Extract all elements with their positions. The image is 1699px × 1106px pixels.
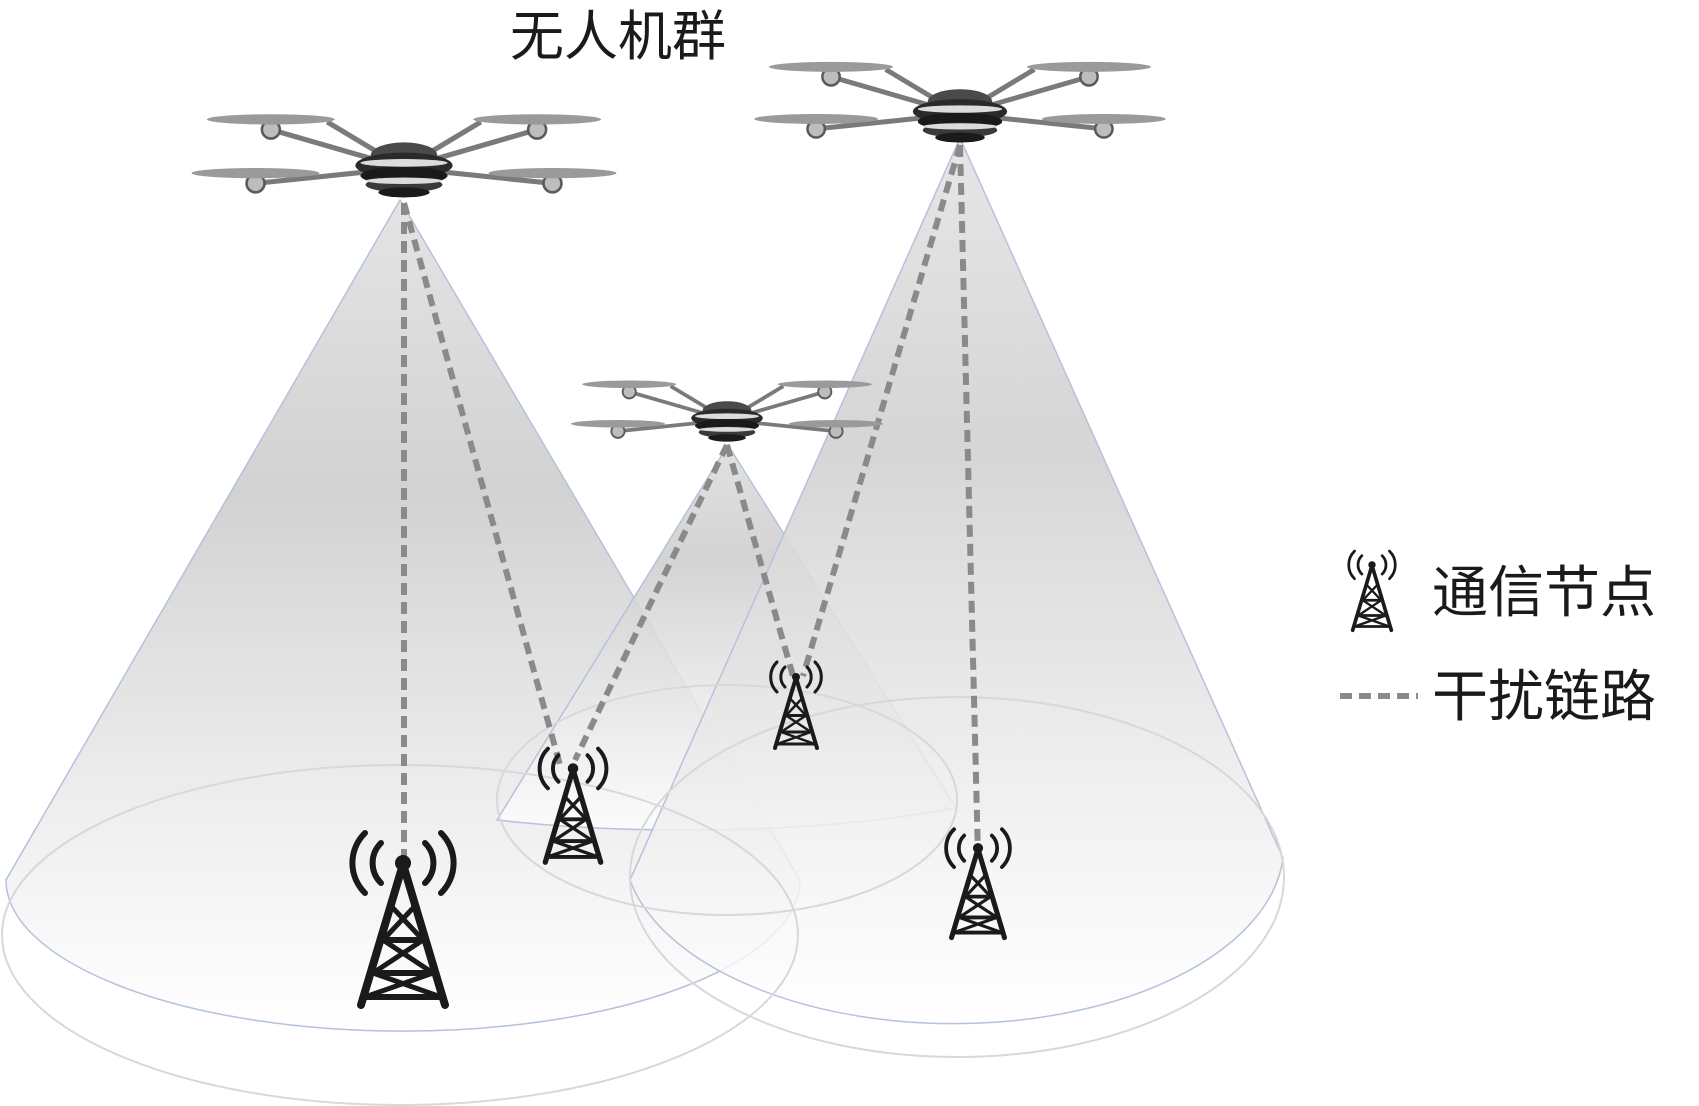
- drone-middle: [569, 378, 885, 444]
- legend: 通信节点 干扰链路: [1340, 549, 1656, 730]
- link-left-drone-to-center-left-node: [401, 202, 563, 766]
- drone-left: [192, 114, 617, 197]
- diagram-title: 无人机群: [510, 5, 726, 68]
- legend-link-label: 干扰链路: [1432, 665, 1656, 730]
- interference-links: [401, 144, 981, 872]
- link-right-drone-to-right-node: [957, 144, 981, 857]
- coverage-area-middle: [496, 684, 958, 916]
- drone-right: [754, 62, 1166, 143]
- link-middle-drone-to-center-left-node: [572, 443, 730, 762]
- link-right-drone-to-center-right-node: [800, 144, 963, 677]
- coverage-cone-right: [629, 136, 1284, 1025]
- legend-node-label: 通信节点: [1432, 561, 1656, 626]
- coverage-area-right: [629, 696, 1285, 1058]
- coverage-area-left: [1, 764, 799, 1106]
- tower-icon: [1346, 549, 1398, 633]
- link-middle-drone-to-center-right-node: [724, 444, 796, 677]
